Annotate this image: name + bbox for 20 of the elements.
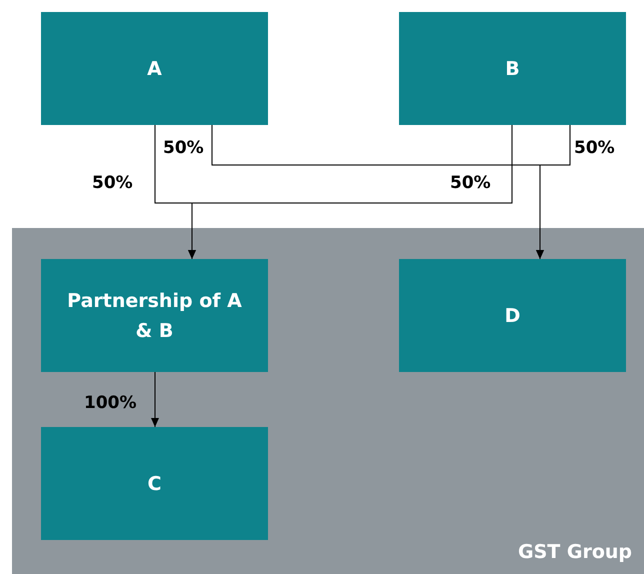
group-label: GST Group: [518, 540, 632, 564]
entity-box: [399, 259, 626, 372]
entity-label: D: [504, 304, 522, 328]
entity-label: Partnership of A & B: [66, 288, 243, 344]
entity-box: [41, 259, 268, 372]
connector-arrow: [188, 124, 512, 260]
connector-arrow: [536, 124, 570, 260]
entity-box: [41, 427, 268, 540]
group-band: [12, 228, 644, 574]
connector-arrow: [151, 372, 159, 428]
entity-label: A: [146, 56, 163, 82]
entity-label: B: [504, 56, 521, 82]
edge-label: 100%: [84, 392, 137, 414]
edge-label: 50%: [574, 137, 615, 159]
edge-label: 50%: [163, 137, 204, 159]
edge-label: 50%: [450, 172, 491, 194]
entity-box: [399, 12, 626, 125]
edge-label: 50%: [92, 172, 133, 194]
entity-box: [41, 12, 268, 125]
entity-label: C: [146, 472, 162, 496]
